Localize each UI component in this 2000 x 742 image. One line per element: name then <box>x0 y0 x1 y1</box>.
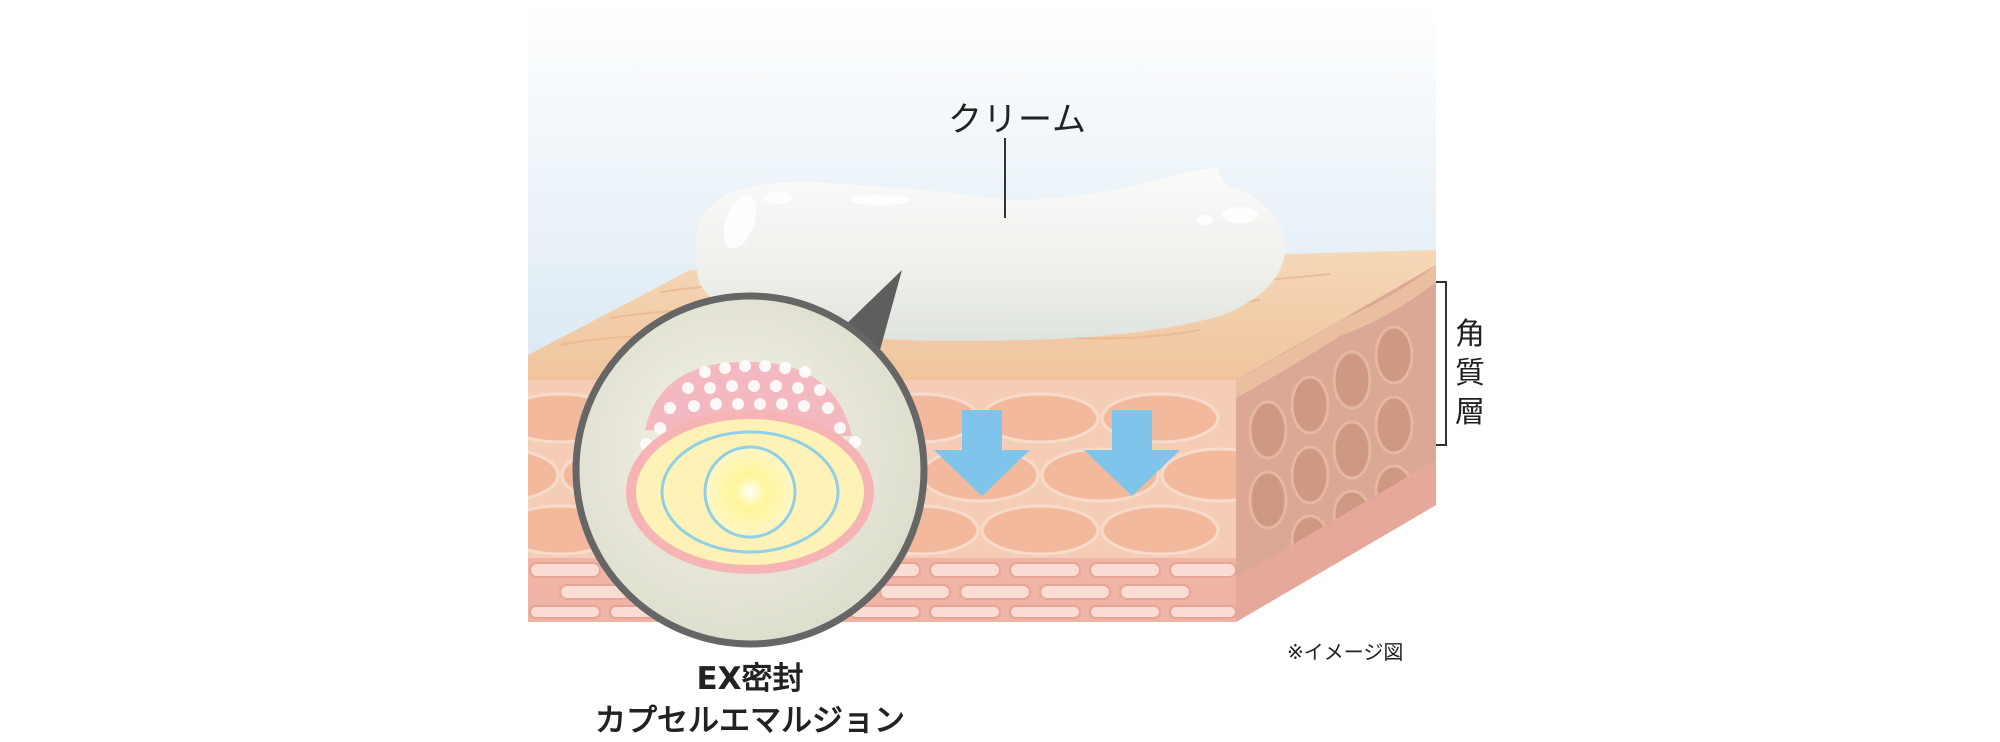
emulsion-capsule <box>626 360 874 574</box>
stratum-corneum-label: 角 質 層 <box>1455 315 1485 432</box>
stratum-bracket <box>1436 281 1447 446</box>
arrow-down-icon <box>1084 410 1180 496</box>
emulsion-label-line1: EX密封 <box>696 661 804 697</box>
image-note: ※イメージ図 <box>1287 640 1404 664</box>
arrow-down-icon <box>934 410 1030 496</box>
stratum-label-char: 層 <box>1455 395 1485 430</box>
stratum-label-char: 質 <box>1455 356 1485 391</box>
cream-label: クリーム <box>948 100 1087 140</box>
emulsion-label-line2: カプセルエマルジョン <box>595 703 905 739</box>
stratum-label-char: 角 <box>1455 317 1485 352</box>
emulsion-label: EX密封 カプセルエマルジョン <box>505 658 995 742</box>
penetration-arrows <box>934 410 1180 496</box>
cream-blob <box>695 168 1285 341</box>
